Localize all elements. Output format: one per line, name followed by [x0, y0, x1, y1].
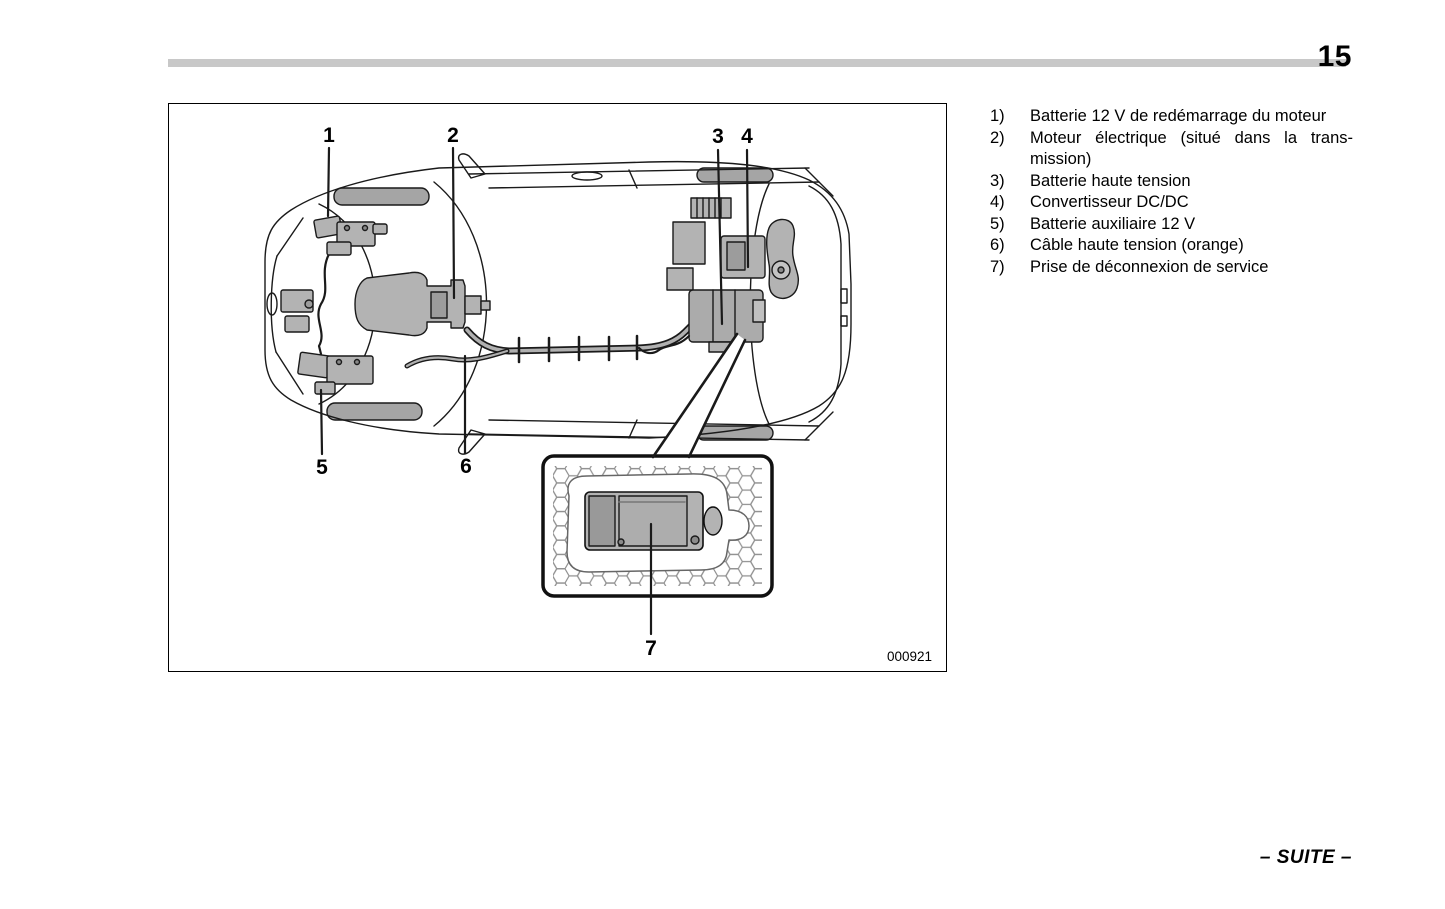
legend-item-text: Convertisseur DC/DC: [1030, 193, 1189, 211]
rear-bracket-arm: [766, 218, 800, 299]
callout-4: 4: [741, 125, 753, 148]
legend-item-text: Batterie auxiliaire 12 V: [1030, 214, 1196, 233]
legend-item-5: 5) Batterie auxiliaire 12 V: [990, 214, 1353, 236]
vehicle-top-view-diagram: 1 2 3 4 5 6 7 000921: [264, 124, 932, 664]
legend-item-number: 6): [990, 236, 1005, 254]
side-mirror-left: [457, 153, 486, 179]
callout-3: 3: [712, 125, 724, 148]
legend-item-2: 2) Moteur électrique (situé dans la tran…: [990, 128, 1353, 171]
callout-lines: [319, 146, 750, 636]
legend-item-text: Moteur électrique (situé dans la trans-: [1030, 128, 1353, 147]
legend-item-7: 7) Prise de déconnexion de service: [990, 257, 1353, 279]
legend-item-number: 3): [990, 171, 1005, 190]
component-electric-motor: [354, 271, 491, 337]
legend-item-text: Batterie 12 V de redémarrage du moteur: [1030, 107, 1327, 125]
figure-frame: 1 2 3 4 5 6 7 000921: [168, 103, 947, 672]
callout-7: 7: [645, 637, 657, 660]
page-number: 15: [1317, 40, 1352, 73]
component-restart-battery: [313, 215, 388, 256]
component-hv-battery: [688, 289, 764, 343]
callout-numbers: 1 2 3 4 5 6 7: [316, 124, 753, 660]
legend: 1) Batterie 12 V de redémarrage du moteu…: [990, 106, 1353, 278]
legend-item-number: 2): [990, 128, 1005, 147]
inset-pointer-fill: [652, 334, 745, 458]
side-mirror-right: [457, 429, 486, 455]
callout-1: 1: [323, 124, 335, 147]
legend-item-1: 1) Batterie 12 V de redémarrage du moteu…: [990, 106, 1353, 128]
legend-item-6: 6) Câble haute tension (orange): [990, 235, 1353, 257]
figure-code: 000921: [887, 649, 932, 664]
legend-item-text: mission): [1030, 150, 1092, 168]
legend-item-number: 4): [990, 193, 1005, 211]
legend-item-4: 4) Convertisseur DC/DC: [990, 192, 1353, 214]
component-front-junction: [280, 289, 314, 333]
legend-item-3: 3) Batterie haute tension: [990, 171, 1353, 193]
component-hv-cable: [404, 322, 695, 369]
tires: [326, 167, 774, 441]
callout-6: 6: [460, 455, 472, 478]
inset-pointer-lines: [651, 332, 747, 459]
front-wiring: [317, 252, 331, 356]
legend-item-text: Batterie haute tension: [1030, 171, 1191, 190]
callout-5: 5: [316, 456, 328, 479]
legend-item-number: 1): [990, 107, 1005, 125]
inset-box: [541, 454, 774, 598]
header-rule: [168, 59, 1346, 67]
callout-2: 2: [447, 124, 459, 147]
legend-item-text: Prise de déconnexion de service: [1030, 257, 1269, 276]
legend-item-number: 5): [990, 214, 1005, 233]
continuation-footer: – SUITE –: [1259, 847, 1352, 868]
component-hv-battery-group: [637, 197, 800, 355]
legend-item-number: 7): [990, 257, 1005, 276]
legend-item-text: Câble haute tension (orange): [1030, 236, 1244, 254]
component-aux-battery: [297, 351, 374, 395]
